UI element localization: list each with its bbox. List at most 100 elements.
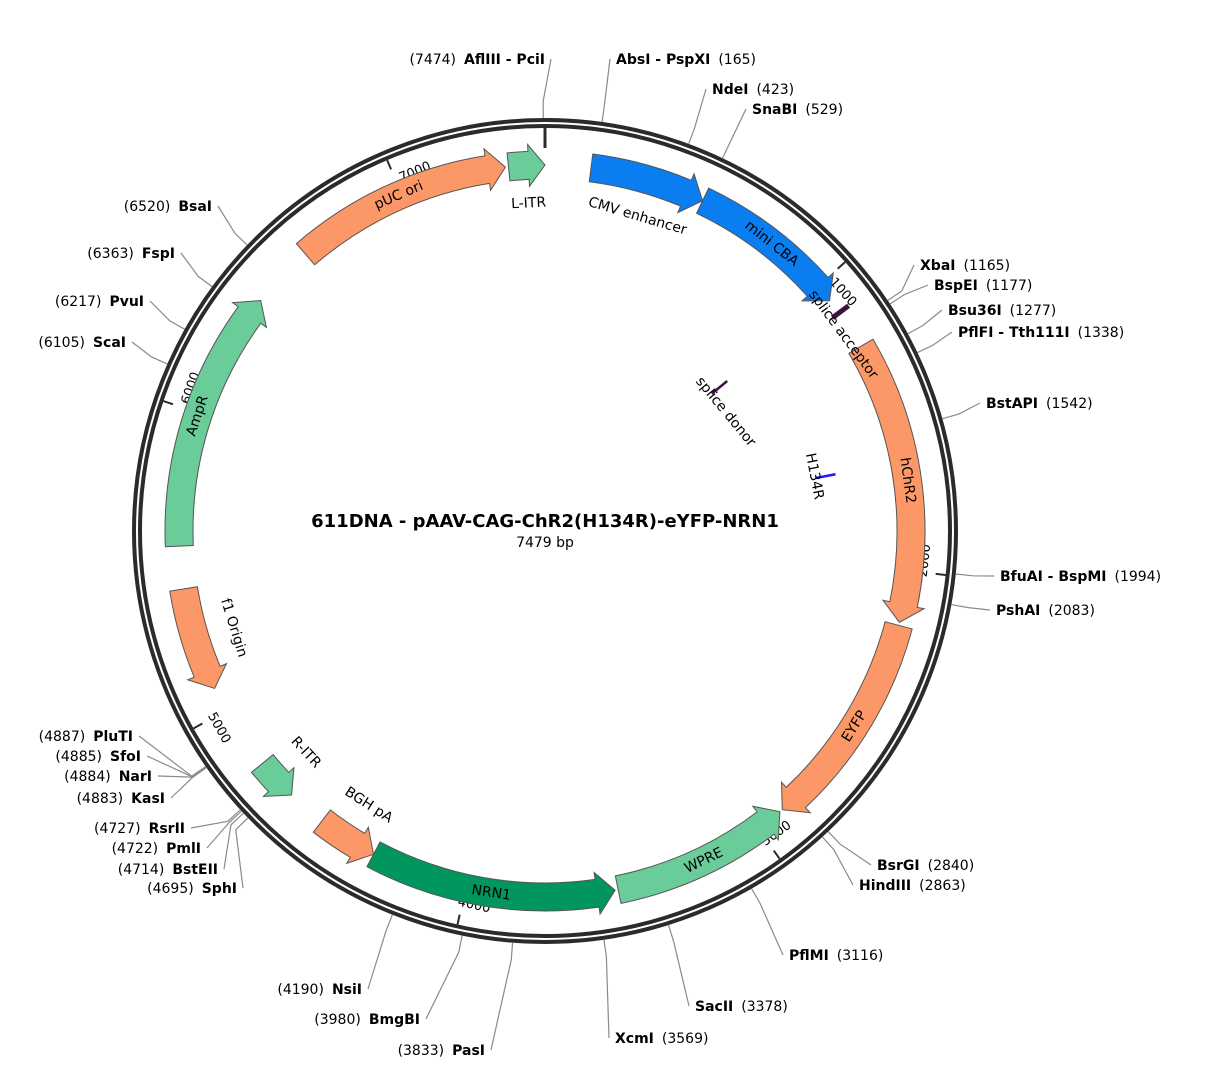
site-label[interactable]: (3980)BmgBI: [314, 1012, 420, 1028]
feature-puc-ori-arrow[interactable]: [295, 147, 507, 266]
site-position: (1542): [1046, 396, 1093, 412]
site-xcmi[interactable]: XcmI(3569): [603, 939, 708, 1047]
site-bsrgi[interactable]: BsrGI(2840): [827, 831, 974, 874]
feature-l-itr[interactable]: L-ITR: [506, 142, 547, 212]
site-position: (423): [756, 82, 794, 98]
site-label[interactable]: PshAI(2083): [996, 603, 1095, 619]
site-label[interactable]: NdeI(423): [712, 82, 794, 98]
site-label[interactable]: Bsu36I(1277): [948, 303, 1056, 319]
site-pasi[interactable]: (3833)PasI: [398, 942, 514, 1059]
site-pmli[interactable]: (4722)PmlI: [112, 810, 242, 857]
feature-puc-ori[interactable]: pUC ori: [295, 147, 507, 266]
site-label[interactable]: SnaBI(529): [752, 102, 843, 118]
site-label[interactable]: HindIII(2863): [859, 878, 966, 894]
feature-r-itr[interactable]: R-ITR: [250, 734, 325, 798]
site-label[interactable]: (4884)NarI: [64, 769, 152, 785]
plasmid-title: 611DNA - pAAV-CAG-ChR2(H134R)-eYFP-NRN1: [311, 511, 779, 532]
site-label[interactable]: (6217)PvuI: [55, 294, 144, 310]
site-bfuai-bspmi[interactable]: BfuAI - BspMI(1994): [955, 569, 1161, 585]
marker-h134r[interactable]: H134R: [802, 452, 836, 501]
site-bsu36i[interactable]: Bsu36I(1277): [907, 303, 1056, 335]
feature-ampr[interactable]: AmpR: [164, 300, 268, 548]
site-pshai[interactable]: PshAI(2083): [951, 603, 1095, 619]
feature-mini-cba[interactable]: mini CBA: [695, 187, 834, 302]
site-label[interactable]: (4887)PluTI: [39, 729, 133, 745]
feature-hchr2-arrow[interactable]: [848, 338, 926, 623]
feature-nrn1[interactable]: NRN1: [366, 841, 616, 916]
feature-f1-origin[interactable]: f1 Origin: [169, 586, 251, 690]
site-pvui[interactable]: (6217)PvuI: [55, 294, 185, 330]
site-label[interactable]: XcmI(3569): [615, 1031, 708, 1047]
site-afliii-pcii[interactable]: (7474)AflIII - PciI: [409, 52, 552, 119]
site-sphi[interactable]: (4695)SphI: [147, 817, 249, 897]
feature-mini-cba-arrow[interactable]: [695, 187, 834, 302]
site-ndei[interactable]: NdeI(423): [688, 82, 794, 145]
site-hindiii[interactable]: HindIII(2863): [821, 836, 966, 894]
site-fspi[interactable]: (6363) FspI: [87, 246, 213, 288]
site-pluti[interactable]: (4887)PluTI: [39, 729, 207, 777]
site-label[interactable]: AbsI - PspXI(165): [616, 52, 756, 68]
site-snabi[interactable]: SnaBI(529): [722, 102, 843, 159]
site-sfoi[interactable]: (4885)SfoI: [55, 749, 207, 778]
marker-splice-acceptor-glyph[interactable]: [831, 303, 851, 320]
tick-label: 5000: [204, 710, 233, 746]
site-label[interactable]: BstAPI(1542): [986, 396, 1093, 412]
site-bstapi[interactable]: BstAPI(1542): [942, 396, 1093, 420]
feature-l-itr-arrow[interactable]: [506, 142, 546, 188]
marker-h134r-glyph[interactable]: [815, 472, 836, 480]
feature-r-itr-arrow[interactable]: [250, 753, 295, 798]
site-leader-line: [490, 942, 514, 1051]
site-leader-line: [887, 264, 915, 302]
site-label[interactable]: (4190)NsiI: [277, 982, 362, 998]
feature-wpre[interactable]: WPRE: [614, 805, 781, 904]
site-label[interactable]: (6520)BsaI: [124, 199, 212, 215]
marker-splice-donor-glyph[interactable]: [710, 380, 729, 395]
site-position: (4884): [64, 769, 111, 785]
site-xbai[interactable]: XbaI(1165): [887, 258, 1010, 302]
site-label[interactable]: (4883)KasI: [77, 791, 165, 807]
site-name: FspI: [142, 246, 175, 262]
site-bsteii[interactable]: (4714)BstEII: [118, 812, 244, 878]
site-label[interactable]: (6105)ScaI: [38, 335, 126, 351]
site-label[interactable]: XbaI(1165): [920, 258, 1010, 274]
site-label[interactable]: (3833)PasI: [398, 1043, 485, 1059]
site-name: KasI: [131, 791, 165, 807]
site-pflfi-tth111i[interactable]: PflFI - Tth111I(1338): [917, 325, 1124, 354]
site-label[interactable]: PflFI - Tth111I(1338): [958, 325, 1124, 341]
site-position: (6363): [87, 246, 134, 262]
feature-eyfp-arrow[interactable]: [780, 621, 913, 814]
site-bsai[interactable]: (6520)BsaI: [124, 199, 248, 246]
site-label[interactable]: BfuAI - BspMI(1994): [1000, 569, 1161, 585]
site-label[interactable]: (4714)BstEII: [118, 862, 218, 878]
feature-ampr-arrow[interactable]: [164, 300, 268, 548]
feature-cmv-enhancer-arrow[interactable]: [588, 153, 704, 214]
site-bmgbi[interactable]: (3980)BmgBI: [314, 935, 463, 1028]
feature-cmv-enhancer[interactable]: CMV enhancer: [586, 153, 704, 238]
tick-mark: [386, 159, 393, 170]
site-nari[interactable]: (4884)NarI: [64, 766, 207, 785]
site-rsrii[interactable]: (4727)RsrII: [94, 809, 241, 837]
site-label[interactable]: (6363) FspI: [87, 246, 175, 262]
site-label[interactable]: (7474)AflIII - PciI: [409, 52, 545, 68]
feature-bgh-pa-arrow[interactable]: [312, 809, 375, 865]
site-label[interactable]: (4885)SfoI: [55, 749, 141, 765]
site-label[interactable]: (4727)RsrII: [94, 821, 185, 837]
site-label[interactable]: (4722)PmlI: [112, 841, 201, 857]
feature-f1-origin-arrow[interactable]: [169, 586, 228, 690]
site-sacii[interactable]: SacII(3378): [667, 924, 788, 1015]
site-label[interactable]: BspEI(1177): [934, 278, 1032, 294]
site-label[interactable]: (4695)SphI: [147, 881, 237, 897]
feature-nrn1-arrow[interactable]: [366, 841, 616, 916]
site-absi-pspxi[interactable]: AbsI - PspXI(165): [601, 52, 756, 123]
site-nsii[interactable]: (4190)NsiI: [277, 914, 393, 998]
site-label[interactable]: SacII(3378): [695, 999, 788, 1015]
feature-hchr2[interactable]: hChR2: [848, 338, 926, 623]
site-scai[interactable]: (6105)ScaI: [38, 335, 168, 365]
feature-eyfp[interactable]: EYFP: [780, 621, 913, 814]
site-label[interactable]: BsrGI(2840): [877, 858, 974, 874]
site-label[interactable]: PflMI(3116): [789, 948, 883, 964]
marker-splice-donor[interactable]: splice donor: [692, 374, 759, 450]
site-pflmi[interactable]: PflMI(3116): [751, 888, 884, 964]
feature-wpre-arrow[interactable]: [614, 805, 781, 904]
site-bspei[interactable]: BspEI(1177): [889, 278, 1032, 305]
